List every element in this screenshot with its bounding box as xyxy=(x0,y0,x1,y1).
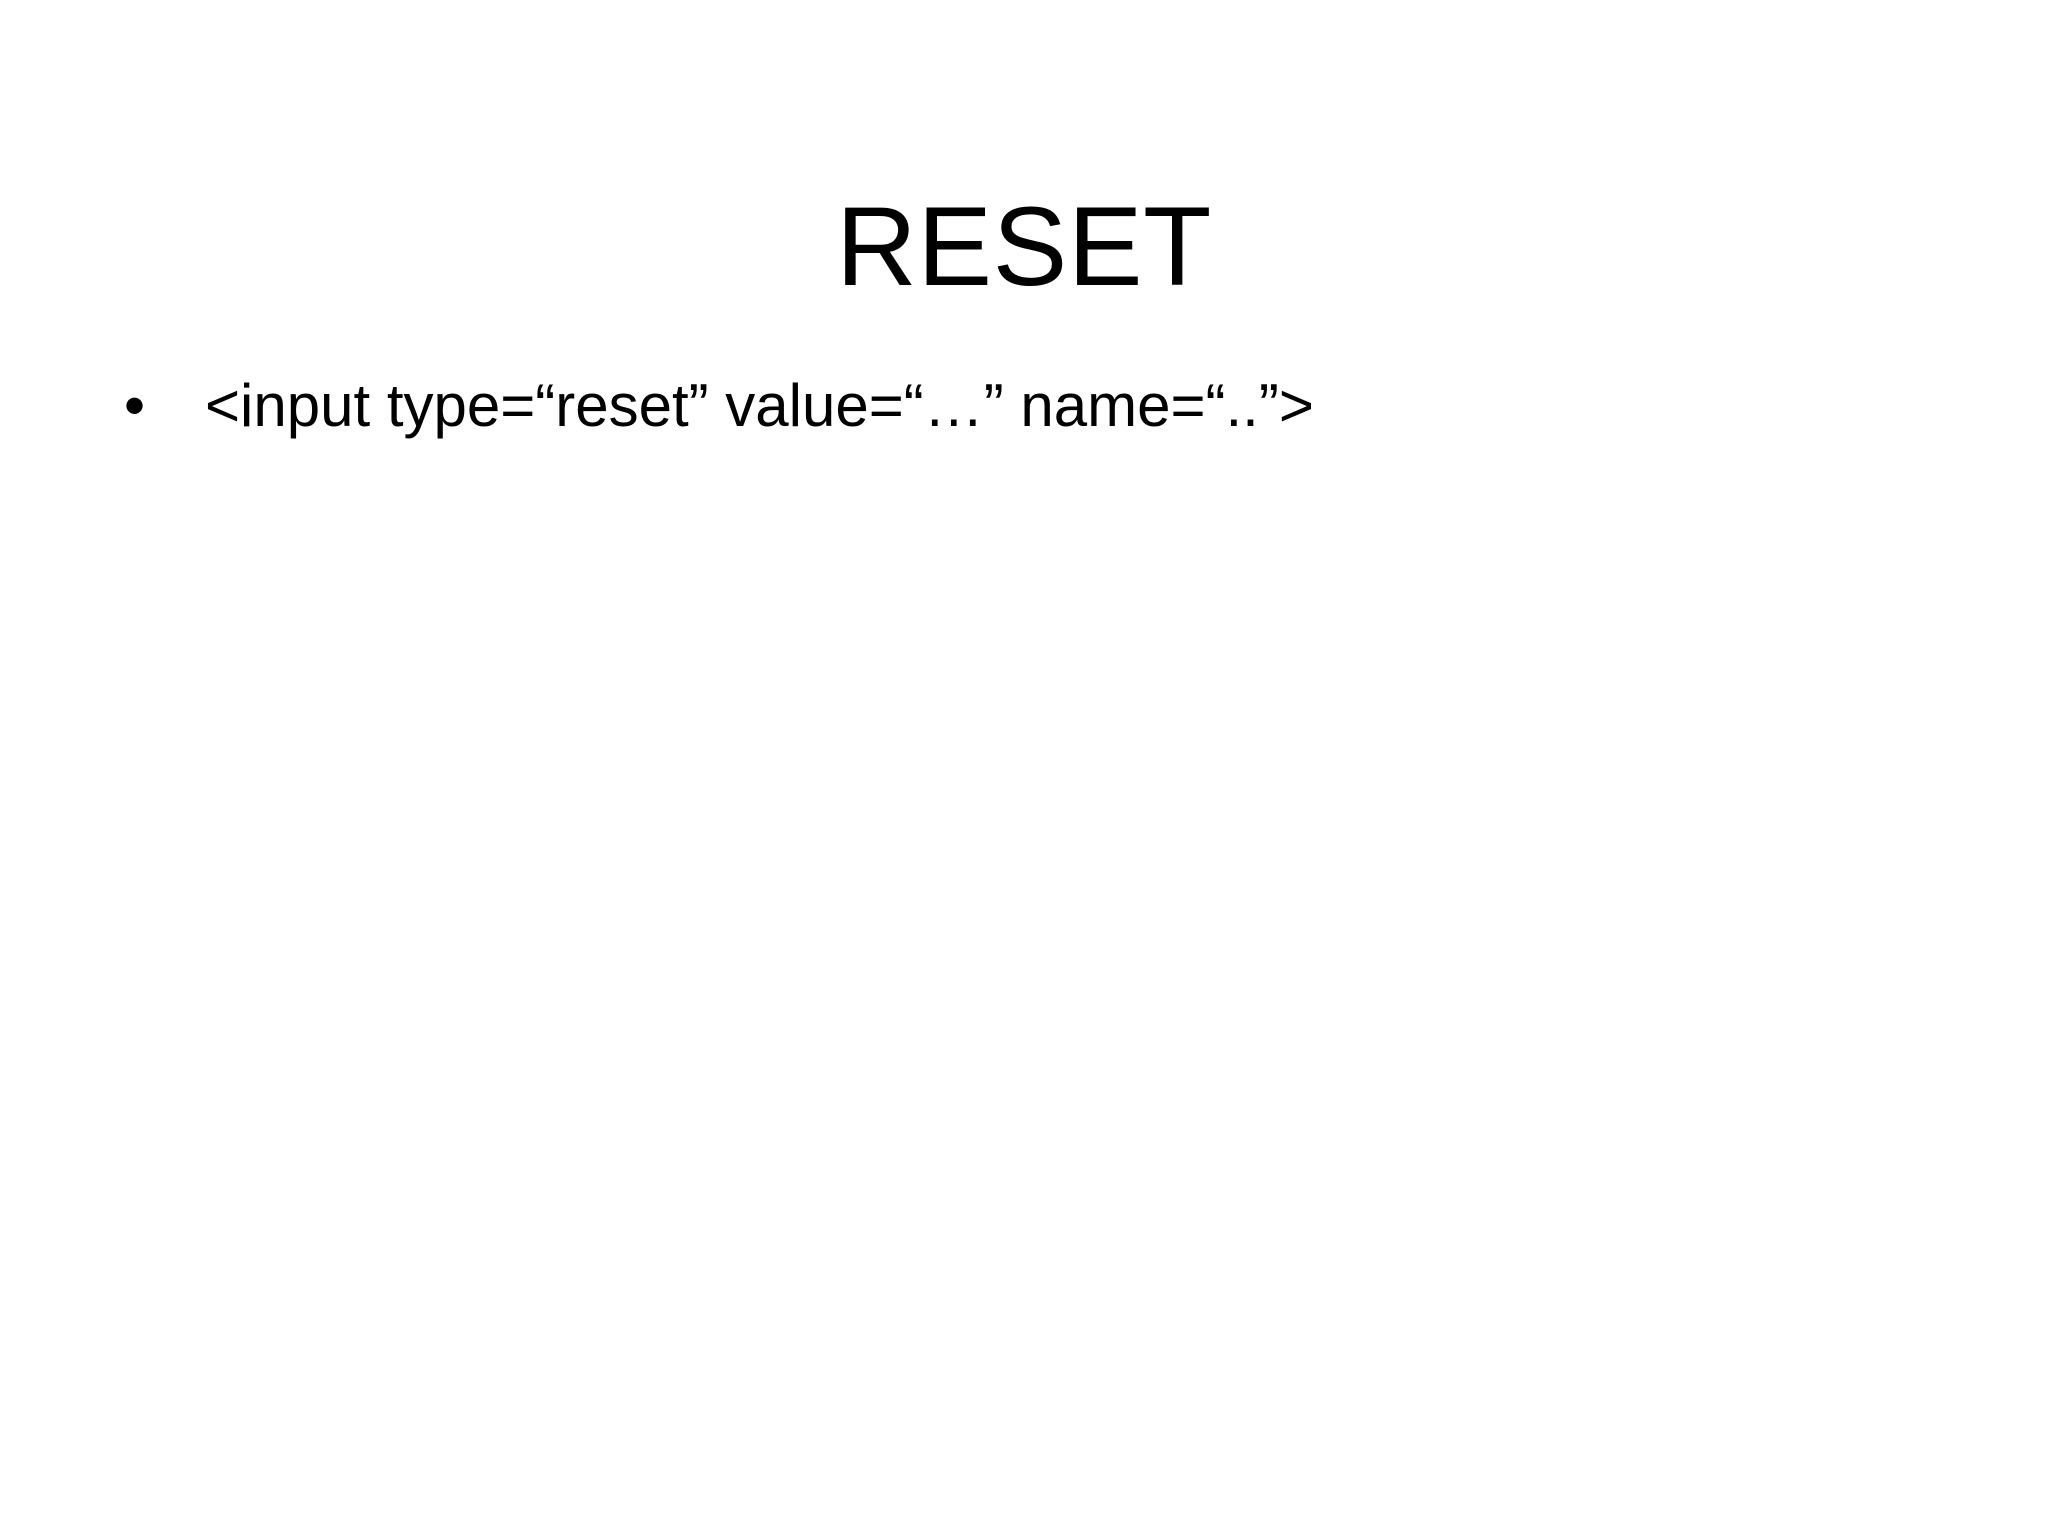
bullet-list: • <input type=“reset” value=“…” name=“..… xyxy=(110,368,1990,443)
bullet-dot-icon: • xyxy=(124,372,146,439)
page-title: RESET xyxy=(836,184,1212,310)
bullet-item-label: <input type=“reset” value=“…” name=“..”> xyxy=(205,372,1314,439)
slide-body: • <input type=“reset” value=“…” name=“..… xyxy=(110,368,1990,453)
list-item: • <input type=“reset” value=“…” name=“..… xyxy=(110,368,1990,443)
